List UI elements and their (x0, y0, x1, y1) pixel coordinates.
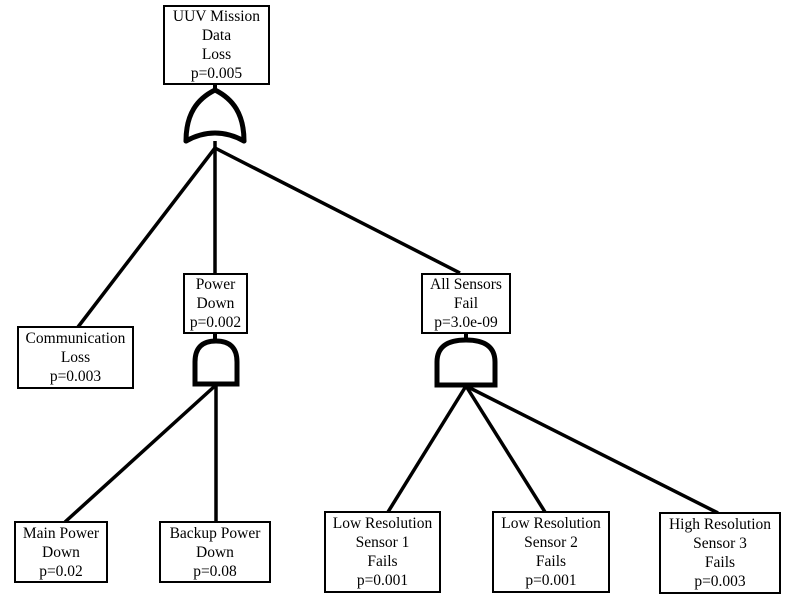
node-probability: p=0.002 (189, 314, 242, 331)
node-power-down: Power Down p=0.002 (183, 273, 248, 334)
node-label: Main Power Down (22, 524, 100, 561)
node-main-power-down: Main Power Down p=0.02 (14, 521, 108, 583)
edge-power-main-power-down (63, 383, 218, 524)
node-high-res-sensor-3-fails: High Resolution Sensor 3 Fails p=0.003 (659, 512, 781, 594)
edge-sensors-low-res-sensor-1 (386, 385, 468, 513)
node-label: High Resolution Sensor 3 Fails (668, 516, 772, 571)
node-probability: p=0.005 (190, 65, 243, 82)
node-label: Backup Power Down (169, 524, 261, 561)
edge-top-communication-loss (76, 146, 217, 329)
node-probability: p=0.003 (694, 573, 746, 590)
and-gate-icon-sensors (434, 337, 498, 388)
edge-top-all-sensors-fail (214, 146, 461, 275)
node-label: Low Resolution Sensor 1 Fails (332, 515, 433, 570)
node-backup-power-down: Backup Power Down p=0.08 (159, 521, 271, 583)
node-uuv-mission-data-loss: UUV Mission Data Loss p=0.005 (163, 5, 270, 85)
node-probability: p=3.0e-09 (434, 314, 498, 331)
node-probability: p=0.003 (49, 368, 102, 385)
node-probability: p=0.08 (193, 562, 237, 580)
edge-sensors-low-res-sensor-2 (464, 385, 547, 513)
node-low-res-sensor-1-fails: Low Resolution Sensor 1 Fails p=0.001 (324, 511, 441, 593)
node-label: Power Down (195, 276, 236, 312)
or-gate-icon (183, 87, 247, 144)
edge-sensors-high-res-sensor-3 (465, 384, 719, 515)
and-gate-icon-power (192, 338, 240, 387)
node-probability: p=0.02 (39, 562, 83, 580)
node-all-sensors-fail: All Sensors Fail p=3.0e-09 (421, 273, 511, 334)
node-low-res-sensor-2-fails: Low Resolution Sensor 2 Fails p=0.001 (492, 511, 610, 593)
node-label: Communication Loss (25, 330, 126, 366)
node-label: All Sensors Fail (430, 276, 502, 312)
node-label: Low Resolution Sensor 2 Fails (501, 515, 601, 570)
node-probability: p=0.001 (525, 572, 577, 589)
node-communication-loss: Communication Loss p=0.003 (17, 326, 134, 389)
node-probability: p=0.001 (356, 572, 409, 589)
node-label: UUV Mission Data Loss (172, 8, 261, 63)
